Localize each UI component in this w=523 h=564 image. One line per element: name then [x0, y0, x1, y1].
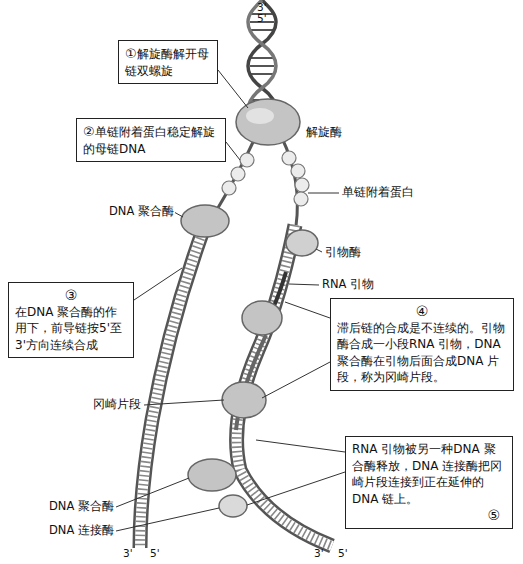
- part-label: DNA 聚合酶: [48, 500, 115, 514]
- callout-box: ①解旋酶解开母链双螺旋: [118, 40, 218, 84]
- leader-line: [226, 142, 240, 160]
- ssb-bead: [240, 153, 254, 167]
- leader-line: [116, 508, 219, 531]
- leader-line: [262, 362, 330, 398]
- callout-number: ③: [15, 287, 127, 304]
- callout-box: RNA 引物被另一种DNA 聚合酶释放，DNA 连接酶把冈崎片段连接到正在延伸的…: [345, 436, 513, 529]
- base-pair: [250, 65, 274, 67]
- leader-line: [134, 268, 182, 300]
- leading-strand-rungs: [140, 225, 205, 548]
- leader-line: [247, 472, 345, 505]
- part-label: 单链附着蛋白: [341, 186, 415, 200]
- callout-text: RNA 引物被另一种DNA 聚合酶释放，DNA 连接酶把冈崎片段连接到正在延伸的…: [352, 441, 506, 507]
- polymerase-shape: [242, 301, 282, 335]
- callout-box: ③在DNA 聚合酶的作用下，前导链按5'至3'方向连续合成: [8, 282, 134, 358]
- callout-number: ②: [83, 124, 95, 139]
- helix-strand: [248, 0, 276, 110]
- strand-end-label: 3': [122, 547, 134, 560]
- ssb-bead: [295, 178, 309, 192]
- part-label: 解旋酶: [305, 126, 343, 140]
- ssb-beads: [222, 151, 309, 206]
- base-pair: [251, 29, 273, 31]
- leader-line: [289, 284, 319, 285]
- callout-text: 解旋酶解开母链双螺旋: [125, 47, 209, 78]
- leader-line: [218, 70, 248, 108]
- callout-number: ④: [337, 303, 507, 320]
- helicase-highlight: [246, 108, 274, 124]
- leader-line: [174, 212, 183, 217]
- helicase-shape: [236, 99, 300, 145]
- leader-line: [116, 478, 189, 507]
- polymerase-shape: [181, 205, 229, 237]
- ssb-bead: [291, 164, 305, 178]
- helix-strand: [248, 0, 276, 110]
- primase-shape: [286, 230, 318, 256]
- strand-end-label: 5': [337, 547, 349, 560]
- part-label: DNA 连接酶: [48, 524, 115, 538]
- polymerase-shape: [188, 459, 236, 491]
- leader-line: [144, 400, 224, 405]
- callout-box: ④滞后链的合成是不连续的。引物酶合成一小段RNA 引物，DNA 聚合酶在引物后面…: [330, 298, 514, 391]
- part-label: RNA 引物: [321, 278, 375, 292]
- leading-strand-fill: [140, 225, 205, 548]
- callout-box: ②单链附着蛋白稳定解旋的母链DNA: [76, 118, 226, 162]
- polymerase-shape: [222, 382, 266, 418]
- base-pair: [251, 57, 273, 59]
- part-label: DNA 聚合酶: [108, 205, 175, 219]
- leading-strand-outline: [140, 225, 205, 548]
- callout-text: 在DNA 聚合酶的作用下，前导链按5'至3'方向连续合成: [15, 304, 127, 354]
- ssb-bead: [282, 151, 296, 165]
- strand-end-label: 5': [256, 12, 268, 25]
- ssb-bead: [231, 167, 245, 181]
- rna-primer: [274, 272, 286, 306]
- callout-text: 单链附着蛋白稳定解旋的母链DNA: [83, 125, 215, 156]
- strand-end-label: 3': [313, 547, 325, 560]
- leader-line: [285, 302, 330, 318]
- leader-line: [308, 193, 339, 194]
- ssb-bead: [294, 192, 308, 206]
- ligase-shape: [219, 495, 247, 517]
- leader-line: [316, 249, 322, 252]
- ssb-bead: [222, 181, 236, 195]
- callout-number: ①: [125, 46, 137, 61]
- callout-number: ⑤: [352, 507, 506, 524]
- strand-end-label: 5': [149, 547, 161, 560]
- callout-text: 滞后链的合成是不连续的。引物酶合成一小段RNA 引物，DNA 聚合酶在引物后面合…: [337, 320, 507, 386]
- strand-end-label: 3': [256, 1, 268, 14]
- leader-line: [256, 440, 345, 452]
- base-pair: [251, 73, 273, 75]
- part-label: 引物酶: [324, 246, 362, 260]
- part-label: 冈崎片段: [92, 398, 142, 412]
